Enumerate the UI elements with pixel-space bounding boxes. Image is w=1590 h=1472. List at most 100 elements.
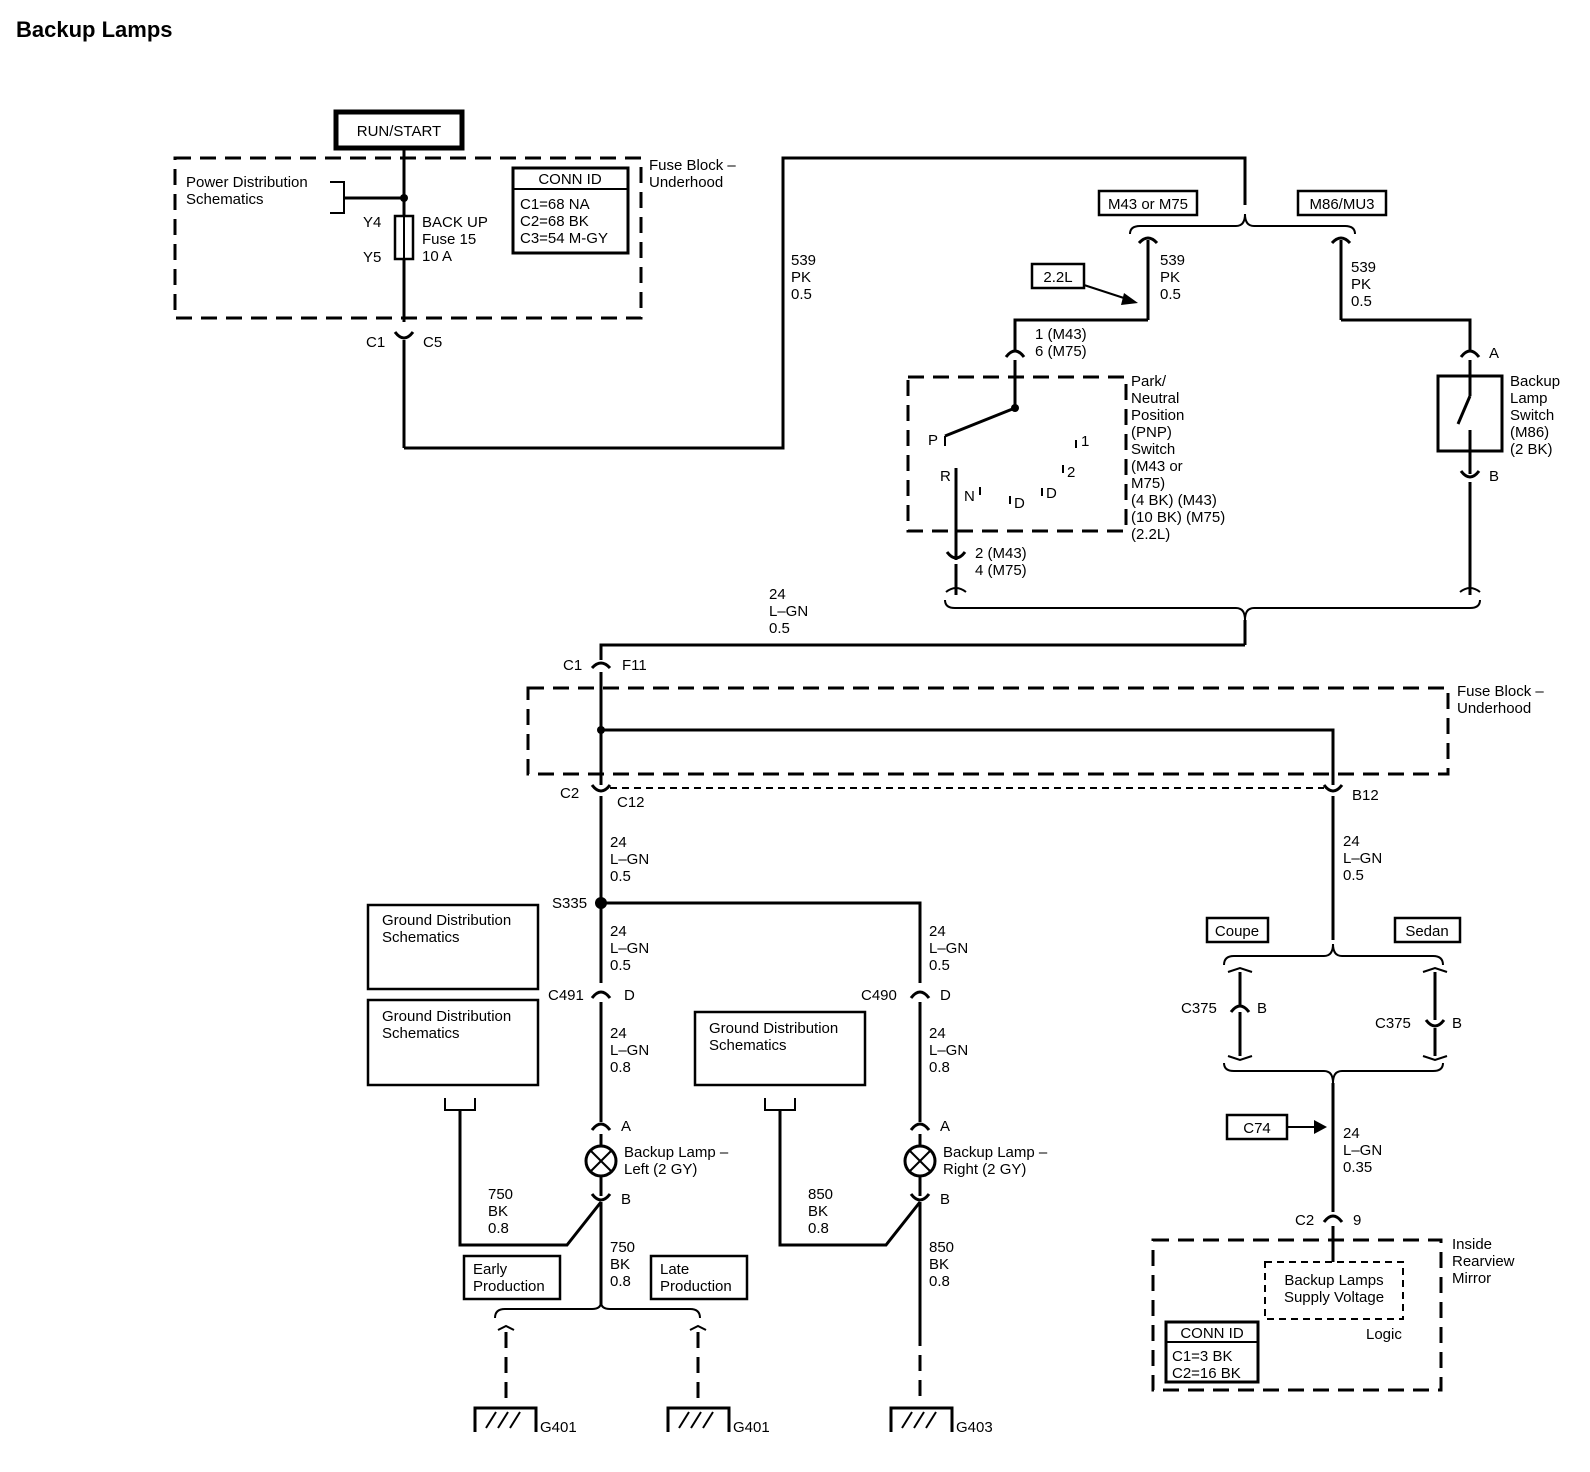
c375-sedan-label: C375 — [1375, 1015, 1411, 1032]
c490-pin-d: D — [940, 987, 951, 1004]
splice-label: S335 — [552, 895, 587, 912]
lamp-right-label-2: Right (2 GY) — [943, 1161, 1026, 1178]
svg-text:BK: BK — [929, 1256, 949, 1273]
svg-text:A: A — [621, 1118, 631, 1135]
svg-text:0.35: 0.35 — [1343, 1159, 1372, 1176]
y5-label: Y5 — [363, 249, 381, 266]
svg-text:(4 BK) (M43): (4 BK) (M43) — [1131, 492, 1217, 509]
svg-text:24: 24 — [610, 834, 627, 851]
c375-sedan-pin: B — [1452, 1015, 1462, 1032]
ground-g401-early: G401 — [473, 1406, 577, 1436]
ground-g403: G403 — [889, 1406, 993, 1436]
svg-text:L–GN: L–GN — [1343, 850, 1382, 867]
gds-box-1 — [366, 903, 540, 991]
svg-text:(PNP): (PNP) — [1131, 424, 1172, 441]
option-m86-mu3-box — [1296, 189, 1388, 217]
svg-text:(M86): (M86) — [1510, 424, 1549, 441]
wire-24-size-top: 0.5 — [769, 620, 790, 637]
pnp-pos-n: N — [964, 488, 975, 505]
svg-text:0.5: 0.5 — [610, 957, 631, 974]
svg-text:L–GN: L–GN — [610, 851, 649, 868]
svg-text:750: 750 — [610, 1239, 635, 1256]
svg-text:0.8: 0.8 — [808, 1220, 829, 1237]
svg-text:Production: Production — [473, 1278, 545, 1295]
connector-c490: C490 — [861, 987, 897, 1004]
run-start-label: RUN/START — [357, 123, 441, 140]
coupe-box — [1205, 916, 1270, 944]
option-m86-mu3: M86/MU3 — [1309, 196, 1374, 213]
option-labels: M43 or M75 M86/MU3 2.2L — [1030, 189, 1388, 305]
svg-text:Production: Production — [660, 1278, 732, 1295]
svg-text:0.5: 0.5 — [1160, 286, 1181, 303]
lamp-left-label-1: Backup Lamp – — [624, 1144, 729, 1161]
svg-text:Early: Early — [473, 1261, 508, 1278]
option-m43-m75: M43 or M75 — [1108, 196, 1188, 213]
merge-to-wire-24: 24 L–GN 0.5 — [599, 586, 1481, 660]
pnp-pin-bot-1: 2 (M43) — [975, 545, 1027, 562]
pnp-pos-2: 2 — [1067, 464, 1075, 481]
svg-text:A: A — [940, 1118, 950, 1135]
fuse-block-bottom-outline — [526, 686, 1450, 776]
svg-text:(2.2L): (2.2L) — [1131, 526, 1170, 543]
pnp-pos-d2: D — [1046, 485, 1057, 502]
mirror-label-2: Rearview — [1452, 1253, 1515, 1270]
pnp-pos-p: P — [928, 432, 938, 449]
inside-rearview-mirror-outline — [1151, 1238, 1443, 1392]
lamp-left-label-2: Left (2 GY) — [624, 1161, 697, 1178]
svg-text:0.5: 0.5 — [1351, 293, 1372, 310]
svg-text:G401: G401 — [733, 1419, 770, 1436]
pnp-branch: 539 PK 0.5 1 (M43) 6 (M75) P R N D D 2 1… — [906, 236, 1225, 595]
svg-text:L–GN: L–GN — [610, 1042, 649, 1059]
ground-g401-late: G401 — [666, 1406, 770, 1436]
wire-539-color: PK — [791, 269, 811, 286]
c491-pin-d: D — [624, 987, 635, 1004]
svg-text:539: 539 — [1351, 259, 1376, 276]
fuse-label-1: BACK UP — [422, 214, 488, 231]
svg-text:0.5: 0.5 — [610, 868, 631, 885]
pnp-pos-d1: D — [1014, 495, 1025, 512]
fb2-c12: C12 — [617, 794, 645, 811]
pnp-switch-outline — [906, 375, 1128, 533]
svg-text:850: 850 — [808, 1186, 833, 1203]
svg-text:Supply Voltage: Supply Voltage — [1284, 1289, 1384, 1306]
svg-text:24: 24 — [929, 1025, 946, 1042]
fuse-block-label-2: Underhood — [649, 174, 723, 191]
sedan-label: Sedan — [1405, 923, 1448, 940]
pds-line2: Schematics — [186, 191, 264, 208]
svg-text:24: 24 — [1343, 833, 1360, 850]
svg-text:Switch: Switch — [1131, 441, 1175, 458]
svg-text:(10 BK) (M75): (10 BK) (M75) — [1131, 509, 1225, 526]
option-22l-box — [1030, 262, 1086, 290]
svg-text:L–GN: L–GN — [929, 940, 968, 957]
bls-pin-b: B — [1489, 468, 1499, 485]
wire-24-circuit-top: 24 — [769, 586, 786, 603]
svg-text:0.5: 0.5 — [929, 957, 950, 974]
fuse-block-bottom: C1 F11 Fuse Block – Underhood C2 C12 B12 — [526, 657, 1544, 811]
c375-coupe-pin: B — [1257, 1000, 1267, 1017]
svg-text:750: 750 — [488, 1186, 513, 1203]
conn-id-c2: C2=68 BK — [520, 213, 589, 230]
conn-id-c1: C1=68 NA — [520, 196, 590, 213]
pnp-pos-1: 1 — [1081, 433, 1089, 450]
pnp-name: Park/ Neutral Position (PNP) Switch (M43… — [1131, 373, 1225, 543]
pnp-pin-top-1: 1 (M43) — [1035, 326, 1087, 343]
conn-id-box-top — [511, 166, 630, 255]
late-production-box — [649, 1254, 749, 1301]
svg-text:0.8: 0.8 — [610, 1273, 631, 1290]
svg-text:(M43 or: (M43 or — [1131, 458, 1183, 475]
svg-text:Lamp: Lamp — [1510, 390, 1548, 407]
svg-text:BK: BK — [610, 1256, 630, 1273]
fuse-label-2: Fuse 15 — [422, 231, 476, 248]
svg-text:0.8: 0.8 — [610, 1059, 631, 1076]
fb2-b12: B12 — [1352, 787, 1379, 804]
svg-text:PK: PK — [1351, 276, 1371, 293]
svg-text:Position: Position — [1131, 407, 1184, 424]
coupe-label: Coupe — [1215, 923, 1259, 940]
lamp-circuits: 24 L–GN 0.5 S335 24 L–GN 0.5 24 L–GN 0.5… — [366, 796, 1048, 1436]
conn-id-c3: C3=54 M-GY — [520, 230, 608, 247]
bls-name: Backup Lamp Switch (M86) (2 BK) — [1510, 373, 1560, 458]
fb2-f11: F11 — [622, 657, 647, 674]
svg-text:Park/: Park/ — [1131, 373, 1167, 390]
y4-label: Y4 — [363, 214, 381, 231]
